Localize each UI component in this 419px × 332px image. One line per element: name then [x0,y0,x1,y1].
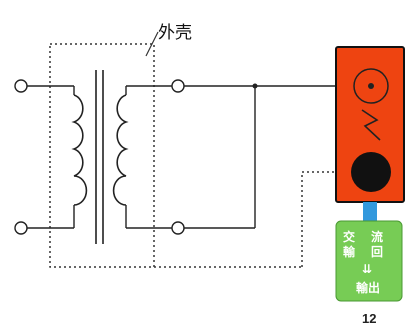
module-label-mid-right: 回 [371,245,383,259]
lightning-icon [361,109,381,141]
terminal-primary-bottom [14,221,28,235]
terminal-secondary-top [171,79,185,93]
enclosure-frame-outer [49,43,155,268]
primary-coil [71,94,88,206]
secondary-coil [112,94,129,206]
module-label-bottom: 輸出 [356,280,380,295]
probe-ground-contact [351,152,391,192]
probe-tip-ring [353,68,389,104]
module-label-top-right: 流 [371,229,383,244]
figure-number: 12 [362,311,376,326]
module-label-mid-left: 輸 [343,244,356,259]
probe-connector [363,202,377,221]
terminal-primary-top [14,79,28,93]
module-arrows: ⇊ [362,262,372,276]
module-label-top-left: 交 [343,229,355,244]
terminal-secondary-bottom [171,221,185,235]
probe-tip-inner [368,83,374,89]
enclosure-label: 外壳 [158,23,192,43]
output-module [335,220,403,302]
enclosure-label-leader [145,31,159,57]
